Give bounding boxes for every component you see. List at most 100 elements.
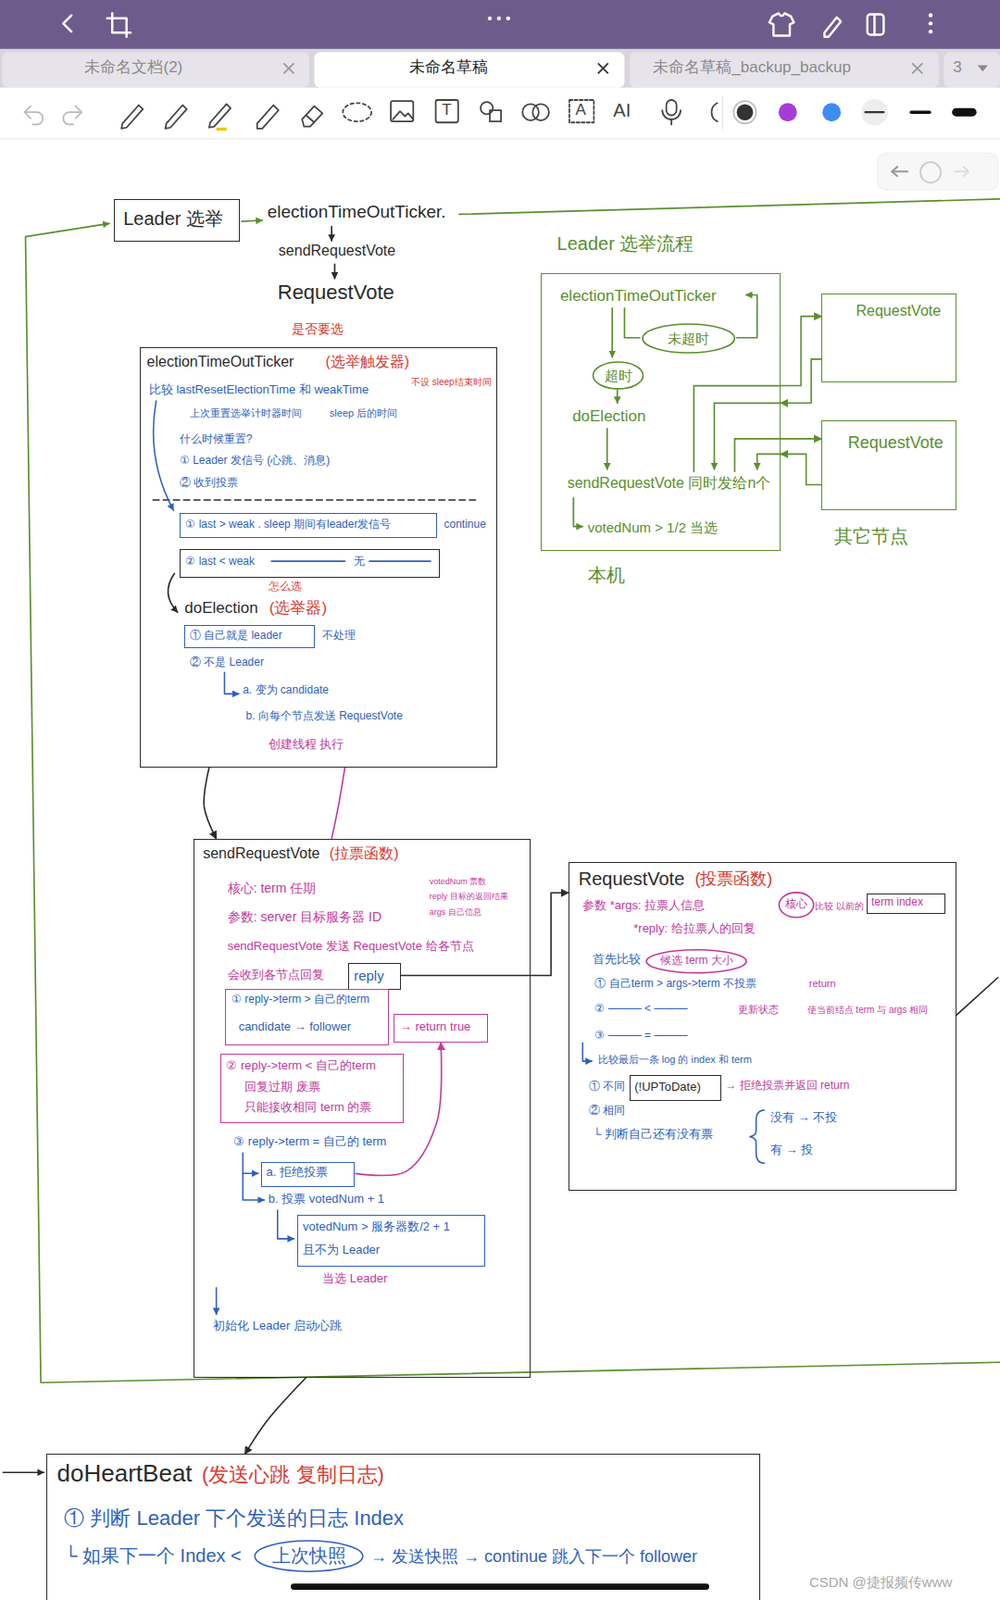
tab-active [313, 51, 625, 88]
node-text: term index [871, 896, 924, 910]
color-ring [733, 100, 756, 124]
green-lines [25, 199, 1000, 1383]
close-icon [598, 62, 609, 74]
node-text: ② reply->term < 自己的term [225, 1059, 376, 1074]
process-box: Leader 选举 [113, 199, 240, 242]
node-text: ③ ——— = ——— [594, 1029, 688, 1043]
oval-outline [642, 324, 735, 353]
node-text: doElection [572, 407, 646, 426]
node-text: 不处理 [322, 629, 356, 643]
dots-icon [487, 12, 933, 34]
node-text: ② 不是 Leader [189, 656, 264, 670]
node-text: electionTimeOutTicker [560, 287, 717, 306]
node-text: (选举器) [269, 599, 327, 618]
connector [780, 359, 822, 403]
case-box: a. 拒绝投票 [261, 1162, 355, 1187]
shirt-icon [769, 12, 794, 36]
offpage-line [956, 977, 999, 1016]
node-text: (!UPToDate) [634, 1080, 701, 1095]
key-oval: 上次快照 [253, 1539, 364, 1573]
label-text: CSDN @捷报频传www [809, 1574, 952, 1590]
blue-lines [153, 400, 765, 1314]
crop-icon [107, 12, 131, 37]
node-text: → return true [400, 1020, 472, 1035]
close-icon [912, 62, 923, 74]
node-text: 候选 term 大小 [660, 954, 734, 968]
active-marker [216, 127, 227, 131]
node-text: electionTimeOutTicker [147, 353, 295, 371]
node-text: a. 变为 candidate [242, 684, 329, 698]
oval-outline [593, 362, 644, 389]
color-dot [778, 102, 798, 122]
bracket-arrow [277, 1210, 295, 1239]
key-oval: 候选 term 大小 [645, 949, 748, 974]
node-text: doHeartBeat [57, 1460, 193, 1488]
node-text: 当选 Leader [322, 1272, 388, 1287]
label-text: 其它节点 [834, 525, 909, 548]
bracket-arrow [215, 1287, 218, 1315]
node-text: 参数: server 目标服务器 ID [227, 909, 382, 925]
label-text: 3 [952, 58, 962, 77]
label-text: A [575, 100, 587, 120]
image-tool [392, 111, 413, 120]
node-text: → 发送快照 → continue 跳入下一个 follower [370, 1547, 698, 1567]
connector [780, 316, 822, 387]
prev-icon [891, 166, 909, 177]
page-widget [877, 152, 999, 190]
node-text: reply [353, 967, 385, 984]
node-text: Leader 选举 [123, 208, 224, 230]
image-tool [390, 100, 413, 122]
dot [506, 16, 511, 21]
dot [928, 21, 933, 25]
connector [780, 453, 822, 485]
close-icon [283, 62, 294, 74]
text-tool [436, 100, 459, 123]
node-text: 未超时 [667, 330, 710, 347]
label-text: electionTimeOutTicker. [267, 201, 447, 223]
node-text: 本机 [587, 564, 625, 587]
more-tool [712, 102, 718, 122]
flow-arrow [330, 226, 333, 241]
mic-tool [662, 110, 681, 125]
node-text: 是否要选 [291, 321, 344, 337]
node-text: ① Leader 发信号 (心跳、消息) [179, 454, 330, 468]
node-text: votedNum > 服务器数/2 + 1 [302, 1220, 450, 1235]
next-icon [953, 166, 968, 177]
function-box: RequestVote(投票函数)参数 *args: 拉票人信息*reply: … [568, 862, 957, 1191]
node-text: ① 判断 Leader 下个发送的日志 Index [63, 1506, 404, 1530]
page-icon [920, 162, 941, 183]
node-text: 超时 [604, 367, 633, 384]
node-text: 上次重置选举计时器时间 [189, 407, 302, 420]
width-ring [861, 99, 888, 126]
node-text: ② 收到投票 [179, 476, 238, 490]
node-text: 会收到各节点回复 [227, 968, 325, 983]
node-text: (投票函数) [694, 869, 773, 889]
node-text: ① reply->term > 自己的term [231, 993, 370, 1007]
oval-outline [254, 1540, 363, 1572]
node-text: ① last > weak . sleep 期间有leader发信号 [185, 518, 391, 532]
node-text: *reply: 给拉票人的回复 [633, 922, 755, 937]
function-box: 是否要选electionTimeOutTicker(选举触发器)不设 sleep… [139, 347, 498, 768]
host-box: Leader 选举流程electionTimeOutTickerdoElecti… [540, 273, 781, 551]
dashed-rule [152, 499, 480, 501]
node-text: 参数 *args: 拉票人信息 [582, 899, 705, 913]
flow-arrow [713, 402, 781, 470]
node-text: ② last < weak [185, 555, 255, 569]
dot [487, 16, 492, 21]
node-text: 初始化 Leader 启动心跳 [212, 1319, 342, 1334]
node-text: votedNum 票数 [429, 876, 488, 887]
label-text: sendRequestVote [278, 242, 396, 260]
toolbar [0, 87, 1000, 139]
result-box: → return true [393, 1013, 488, 1043]
node-text: 更新状态 [737, 1003, 779, 1016]
dash-rule [271, 560, 431, 563]
node-text: doElection [184, 599, 258, 618]
tab [629, 51, 939, 88]
value-box: (!UPToDate) [629, 1075, 722, 1101]
flow-arrow [573, 498, 583, 527]
flow-arrow [241, 220, 263, 222]
